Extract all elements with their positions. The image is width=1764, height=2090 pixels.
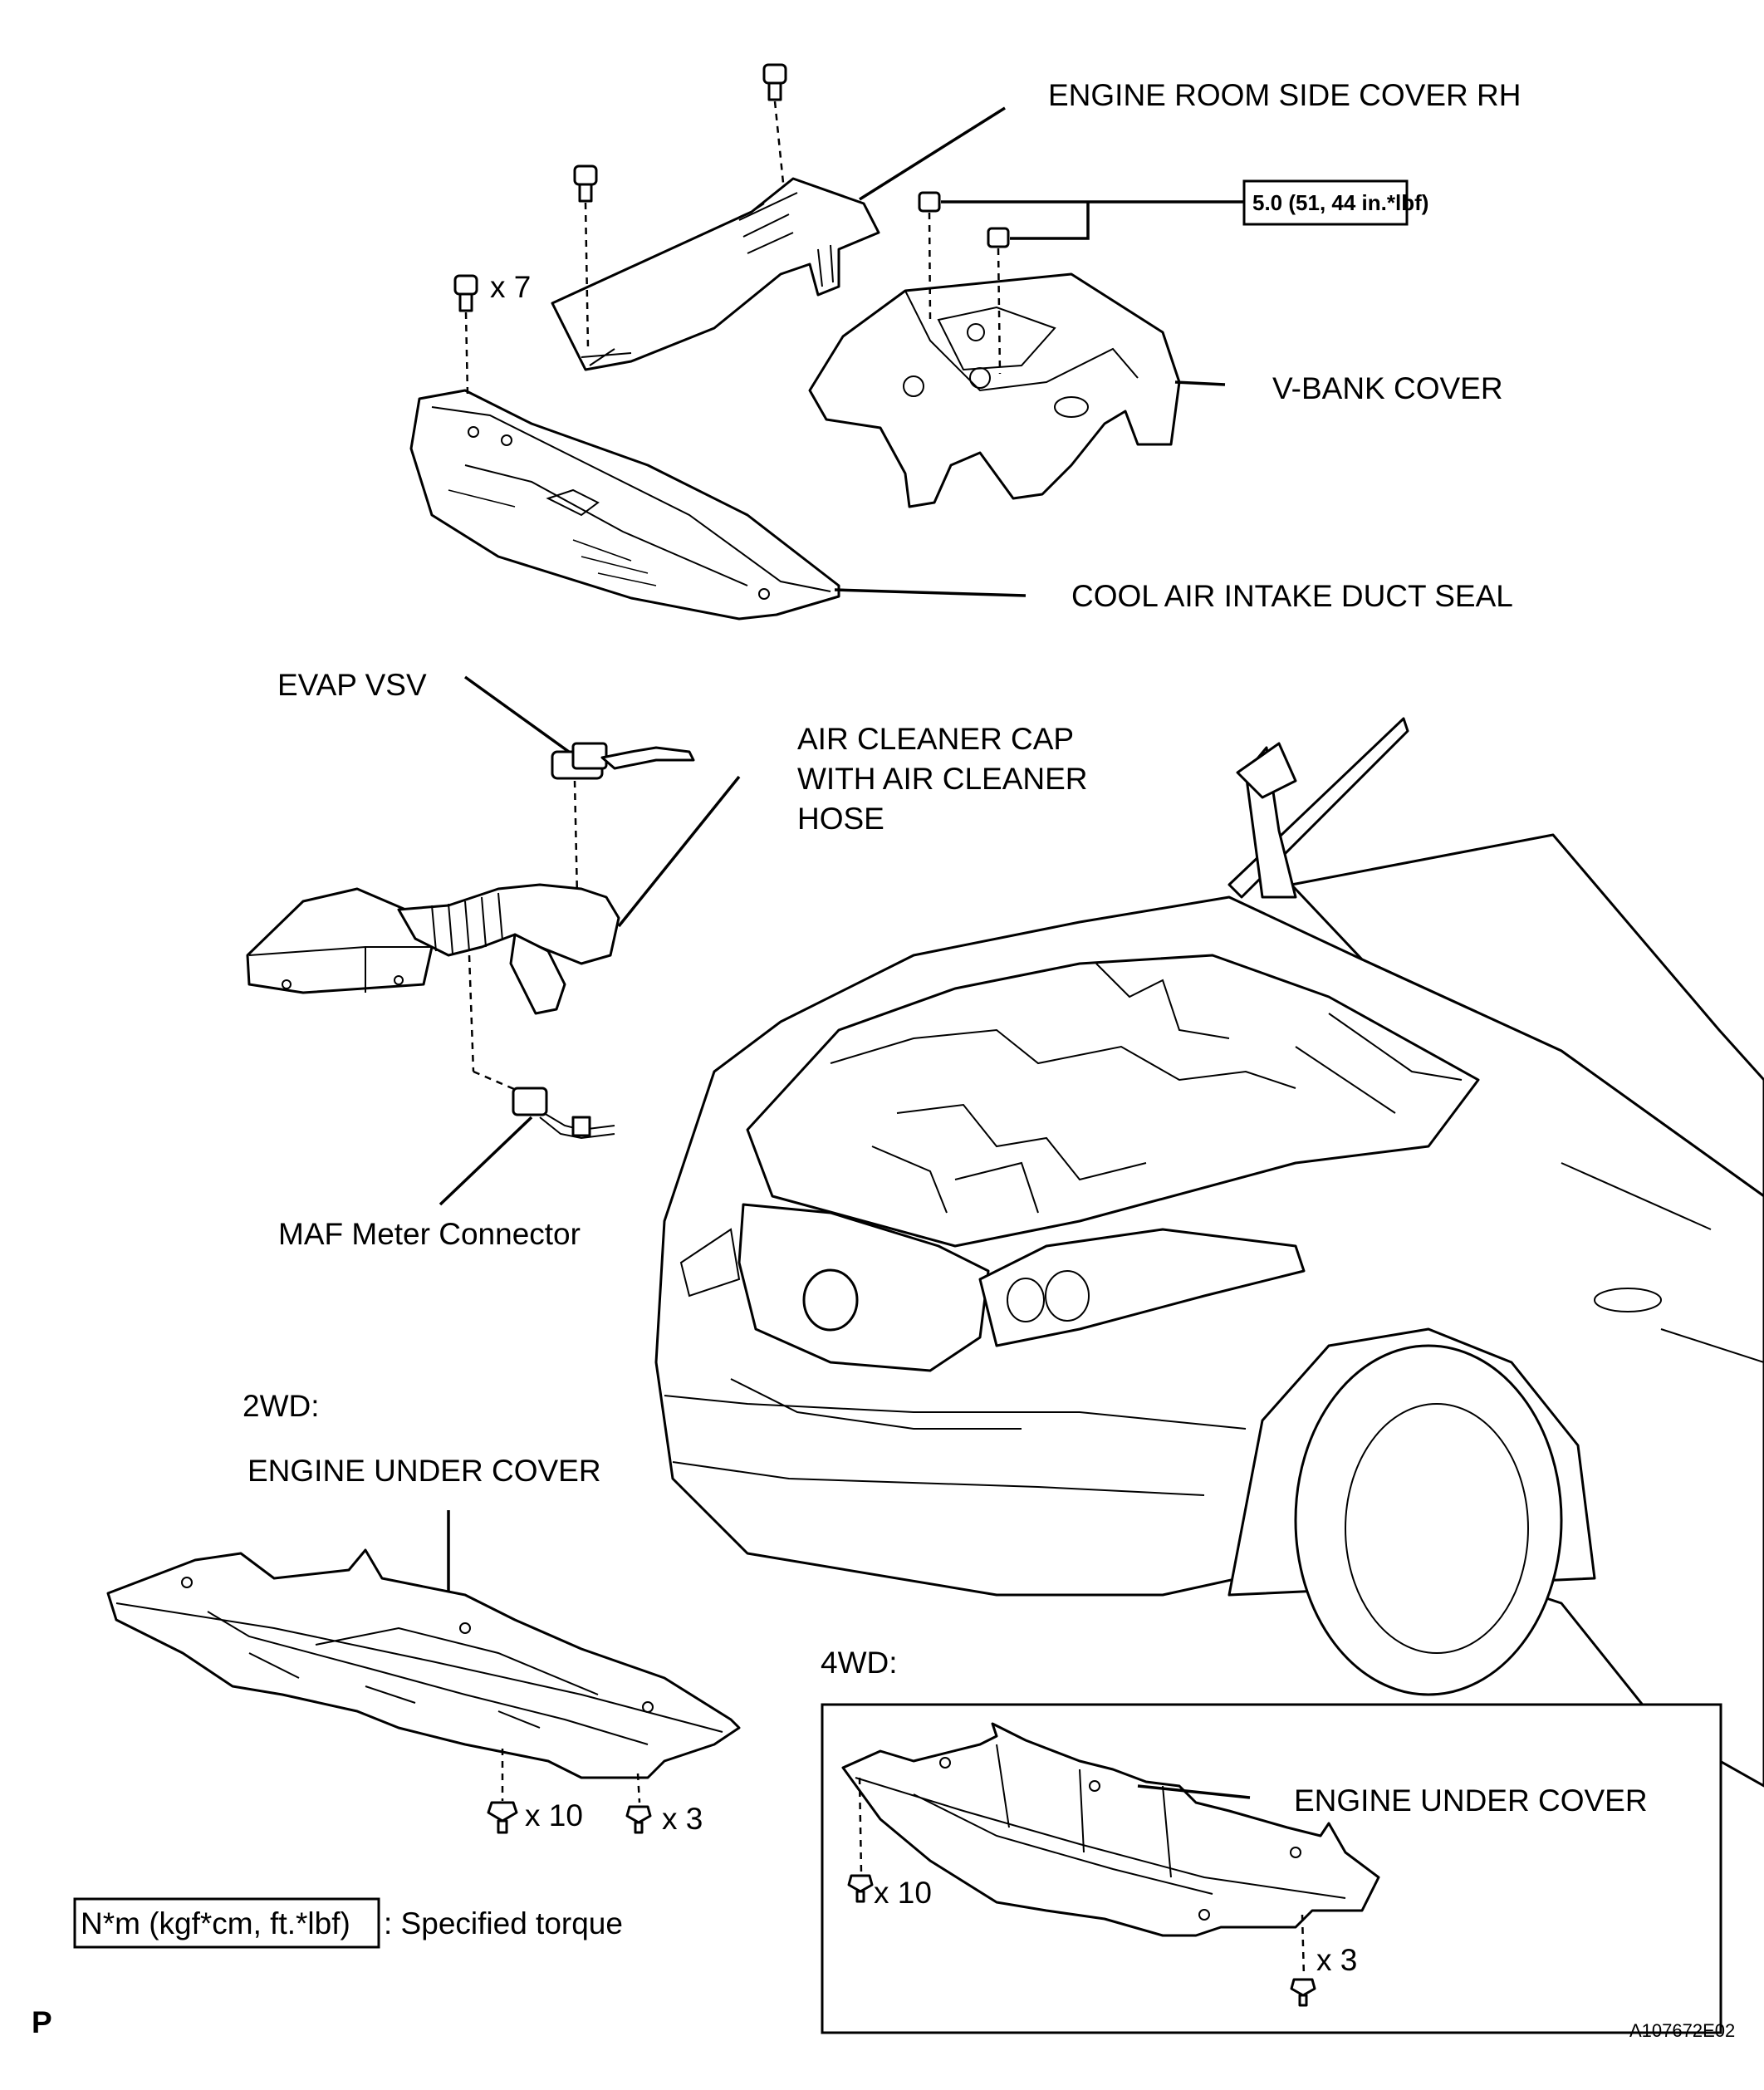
label-4wd: 4WD: [821,1646,898,1680]
nut-icon [918,191,941,321]
v-bank-cover [808,272,1181,508]
vehicle-with-open-hood [654,717,1764,1788]
leader-line [1174,380,1226,386]
engine-room-side-cover-rh [551,177,880,371]
maf-meter-connector [473,1070,615,1140]
evap-vsv [551,742,695,898]
bolt-count-4wd-b: x 3 [1316,1943,1357,1977]
nut-icon [987,227,1010,375]
torque-unit-legend-box [73,1897,380,1949]
bolt-icon [487,1749,518,1834]
torque-value: 5.0 (51, 44 in.*lbf) [1252,190,1428,215]
label-2wd: 2WD: [243,1389,320,1423]
engine-under-cover-4wd-label: ENGINE UNDER COVER [1294,1783,1648,1818]
torque-value-box [1242,179,1409,226]
emblem-icon [802,1268,859,1332]
engine-room-side-cover-label: ENGINE ROOM SIDE COVER RH [1048,78,1521,112]
leader-line [1137,1784,1251,1799]
bolt-count-2wd-b: x 3 [662,1802,703,1836]
engine-under-cover-4wd [841,1722,1380,1937]
leader-line [617,775,741,928]
figure-code: A107672E02 [1629,2020,1735,2041]
v-bank-cover-label: V-BANK COVER [1272,371,1503,405]
bolt-icon [625,1773,652,1834]
bolt-icon [847,1777,874,1903]
torque-unit-legend: N*m (kgf*cm, ft.*lbf) [81,1906,350,1940]
engine-under-cover-2wd-label: ENGINE UNDER COVER [247,1454,601,1488]
bolt-count-4wd-a: x 10 [874,1876,932,1910]
leader-line [859,106,1006,201]
evap-vsv-label: EVAP VSV [277,668,427,702]
maf-meter-connector-label: MAF Meter Connector [278,1217,581,1251]
clip-icon [762,63,787,184]
cool-air-intake-duct-seal [409,389,840,621]
engine-under-cover-2wd [106,1548,741,1779]
bolt-icon [1290,1914,1316,2007]
air-cleaner-cap-label-line2: WITH AIR CLEANER [797,762,1088,796]
corner-mark: P [32,2005,52,2039]
air-cleaner-cap-label-line1: AIR CLEANER CAP [797,722,1074,756]
clip-icon [573,164,598,350]
clip-count-label: x 7 [490,270,531,304]
clip-icon [453,274,478,395]
air-cleaner-cap-label-line3: HOSE [797,802,884,836]
leader-line [439,1116,533,1206]
leader-line [463,675,571,753]
bolt-count-2wd-a: x 10 [525,1798,583,1832]
air-cleaner-cap-with-hose [246,883,620,1072]
torque-legend-text: : Specified torque [384,1906,623,1940]
cool-air-intake-duct-seal-label: COOL AIR INTAKE DUCT SEAL [1071,579,1513,613]
leader-line [834,588,1027,597]
leader-line [941,200,1244,240]
